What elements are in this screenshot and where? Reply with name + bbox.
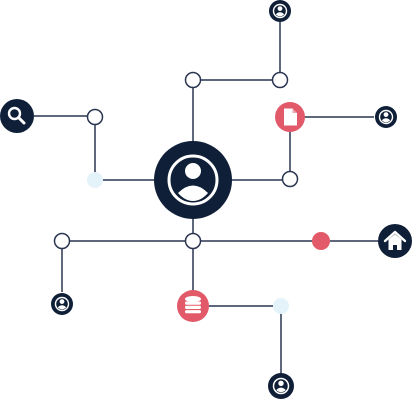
search-node: [0, 99, 34, 133]
user-icon: [167, 154, 219, 206]
junction-nodes: [53, 71, 299, 250]
user-node-bottom: [268, 373, 294, 399]
light-node: [273, 298, 289, 314]
user-icon: [272, 377, 290, 395]
user-icon: [378, 109, 394, 125]
junction-node: [53, 232, 71, 250]
document-icon: [284, 108, 297, 126]
search-icon: [7, 106, 26, 125]
home-node: [378, 224, 412, 258]
connector-lines: [34, 22, 378, 374]
accent-node: [312, 232, 330, 250]
database-node: [177, 290, 209, 322]
junction-node: [271, 71, 289, 89]
document-node: [275, 102, 305, 132]
center-user-circle: [154, 141, 232, 219]
junction-node: [86, 108, 104, 126]
database-icon: [185, 296, 201, 314]
junction-node: [184, 232, 202, 250]
junction-node: [281, 170, 299, 188]
user-node-left: [51, 293, 73, 315]
junction-node: [184, 71, 202, 89]
center-user-node: [154, 141, 232, 219]
user-node-top: [269, 0, 291, 22]
light-node: [87, 172, 103, 188]
home-icon: [383, 230, 407, 250]
user-node-right: [375, 106, 397, 128]
user-icon: [54, 296, 70, 312]
user-icon: [272, 3, 288, 19]
